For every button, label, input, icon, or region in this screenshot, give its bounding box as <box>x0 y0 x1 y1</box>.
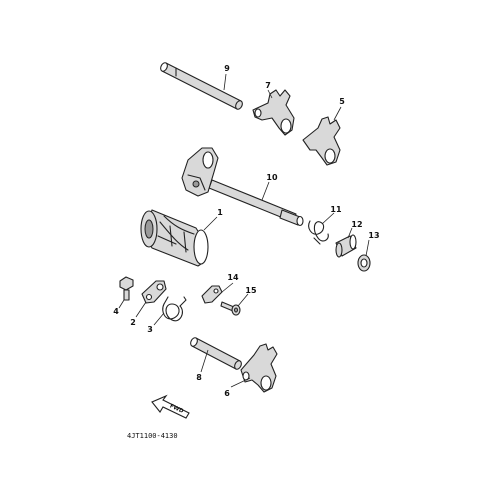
callout-4: 4 <box>113 307 119 316</box>
diagram-code: 4JT1100-4130 <box>127 432 178 440</box>
callout-1: 1 <box>217 208 223 217</box>
part-9-shift-fork-guide-bar <box>160 62 243 110</box>
callout-3: 3 <box>147 325 153 334</box>
part-13-washer <box>357 254 371 272</box>
fwd-arrow-icon: FWD <box>151 394 190 419</box>
part-4-bolt <box>119 276 134 301</box>
part-14-stopper-plate <box>201 285 223 304</box>
callout-10: 10 <box>266 173 278 182</box>
part-12-collar <box>335 234 357 258</box>
part-8-shift-fork-guide-bar-short <box>190 337 242 370</box>
part-2-stopper-lever <box>141 280 167 304</box>
callout-13: 13 <box>368 231 379 240</box>
callout-14: 14 <box>227 273 239 282</box>
part-7-shift-fork <box>252 89 295 136</box>
callout-7: 7 <box>265 81 271 90</box>
callout-labels: 9 7 5 10 1 11 12 13 14 15 4 2 3 8 6 <box>113 64 379 398</box>
callout-2: 2 <box>130 318 136 327</box>
callout-8: 8 <box>196 373 202 382</box>
callout-15: 15 <box>245 286 257 295</box>
callout-11: 11 <box>330 205 342 214</box>
part-1-shift-drum <box>140 209 209 267</box>
part-5-shift-fork <box>302 116 341 166</box>
part-11-spring <box>308 220 329 245</box>
leader-lines <box>118 73 370 388</box>
part-10-shift-shaft <box>181 147 304 227</box>
callout-6: 6 <box>224 389 230 398</box>
fwd-label: FWD <box>169 403 185 415</box>
callout-12: 12 <box>351 220 362 229</box>
callout-9: 9 <box>224 64 230 73</box>
callout-5: 5 <box>339 97 345 106</box>
part-6-shift-fork <box>240 343 278 393</box>
part-15-screw <box>220 301 241 316</box>
part-3-torsion-spring <box>162 296 187 322</box>
